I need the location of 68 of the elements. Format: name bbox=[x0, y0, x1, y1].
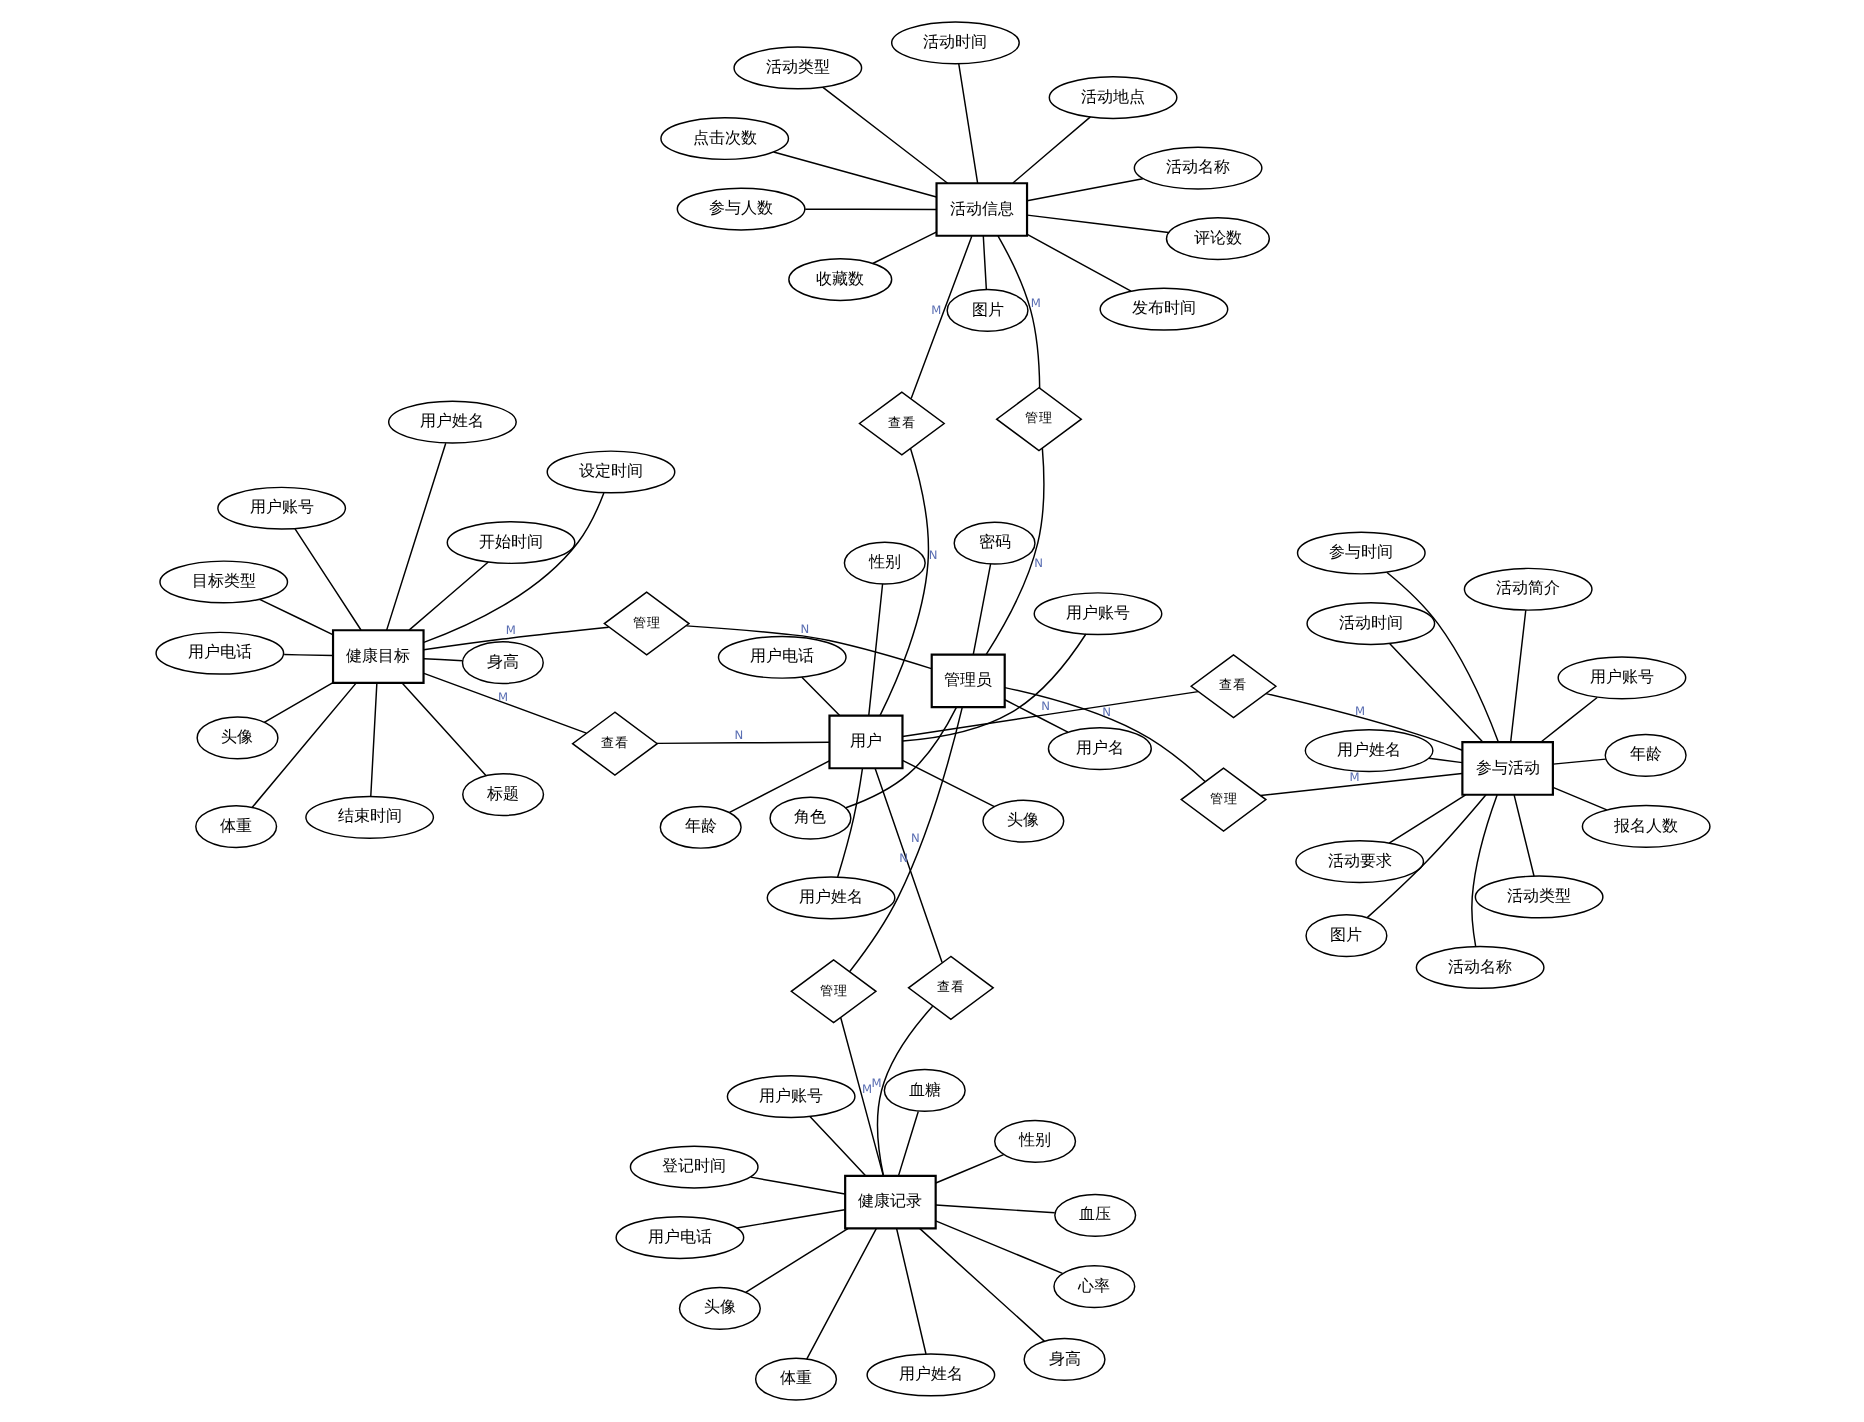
connector bbox=[422, 672, 587, 734]
connector bbox=[871, 231, 936, 265]
connector bbox=[933, 1220, 1063, 1275]
connector bbox=[934, 1153, 1004, 1184]
connector bbox=[981, 235, 987, 290]
connector bbox=[422, 658, 463, 662]
connector bbox=[1551, 786, 1607, 811]
connector bbox=[894, 1228, 926, 1355]
connector bbox=[800, 676, 840, 717]
connector bbox=[839, 1017, 883, 1177]
connector bbox=[821, 86, 948, 184]
connector bbox=[1003, 686, 1206, 783]
connector bbox=[1365, 794, 1486, 919]
connector bbox=[1264, 692, 1463, 751]
connector bbox=[257, 598, 333, 636]
connector bbox=[957, 63, 978, 184]
connector bbox=[262, 682, 333, 724]
connector bbox=[1025, 177, 1143, 202]
connector bbox=[835, 768, 863, 878]
connector bbox=[422, 626, 609, 651]
connector bbox=[748, 1176, 845, 1195]
connector bbox=[655, 741, 830, 745]
connector bbox=[1025, 214, 1169, 234]
connector bbox=[875, 1005, 933, 1177]
connector bbox=[878, 447, 929, 717]
connector bbox=[909, 235, 972, 400]
connector bbox=[1387, 794, 1466, 844]
connector bbox=[900, 633, 1086, 742]
connector bbox=[805, 1227, 876, 1360]
connector bbox=[422, 492, 604, 644]
connector bbox=[1508, 609, 1526, 743]
connector bbox=[984, 447, 1044, 656]
connector bbox=[808, 1115, 866, 1177]
connector bbox=[369, 682, 377, 798]
connector bbox=[934, 1204, 1055, 1214]
connector bbox=[1512, 794, 1534, 877]
connector bbox=[1025, 233, 1131, 292]
connector bbox=[1011, 116, 1091, 184]
connector bbox=[1426, 757, 1462, 764]
connector bbox=[743, 1227, 848, 1294]
connector bbox=[900, 759, 995, 808]
connector bbox=[293, 528, 361, 631]
connector bbox=[1385, 571, 1498, 743]
connector bbox=[400, 682, 486, 777]
connector bbox=[282, 653, 333, 657]
connector bbox=[250, 682, 356, 809]
connector bbox=[896, 1110, 918, 1177]
connector bbox=[735, 1209, 845, 1229]
connector bbox=[771, 151, 937, 198]
connector bbox=[727, 760, 830, 814]
connector bbox=[971, 563, 991, 656]
connector bbox=[900, 690, 1198, 738]
connector bbox=[848, 706, 963, 973]
connector bbox=[917, 1227, 1045, 1343]
connector bbox=[1387, 642, 1483, 743]
connector bbox=[867, 583, 883, 717]
connector bbox=[1551, 758, 1606, 765]
connector bbox=[684, 625, 932, 670]
connector bbox=[1539, 696, 1597, 743]
connector bbox=[996, 235, 1040, 389]
connector bbox=[1258, 772, 1462, 797]
connector bbox=[803, 208, 937, 211]
connector bbox=[873, 767, 942, 964]
connector bbox=[1003, 699, 1068, 733]
connector bbox=[844, 706, 957, 809]
connector bbox=[407, 561, 489, 631]
connector bbox=[384, 442, 446, 631]
connector bbox=[1470, 794, 1497, 948]
